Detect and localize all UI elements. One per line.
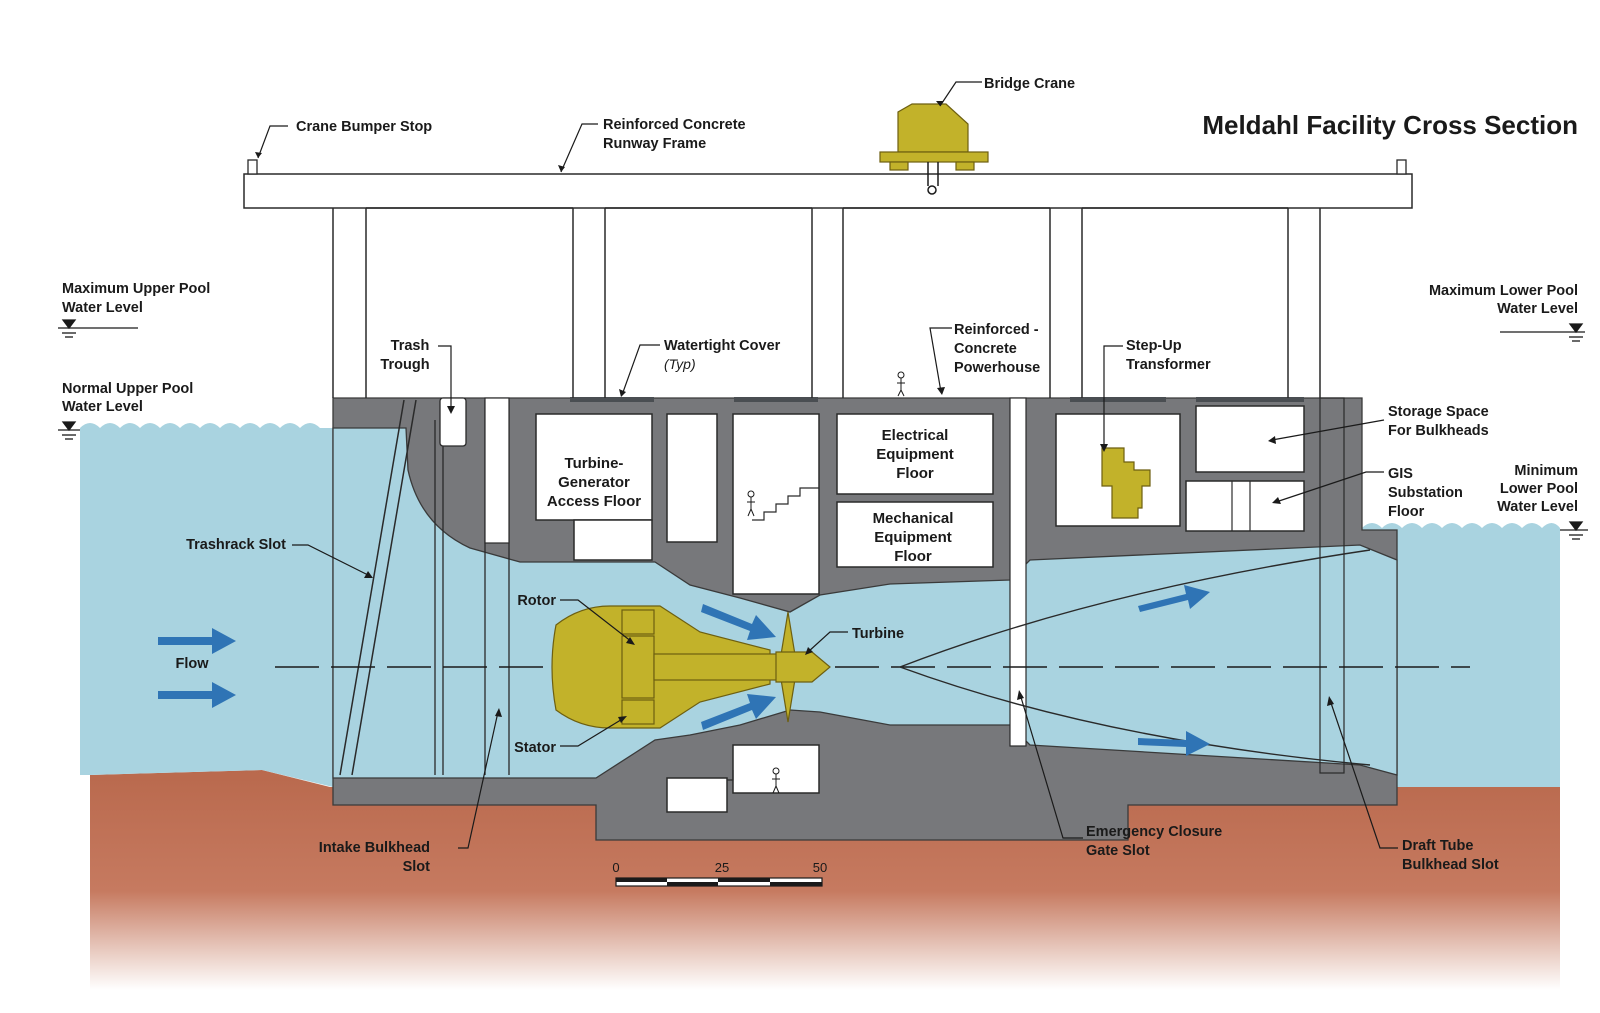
label-crane-bumper-stop: Crane Bumper Stop: [296, 119, 432, 135]
watertight-cover: [570, 397, 654, 402]
flow-arrow: [701, 694, 776, 730]
label-trashrack-slot: Trashrack Slot: [186, 537, 286, 553]
flow-arrow: [1138, 731, 1210, 756]
scale-bar: 0 25 50: [612, 860, 827, 887]
label-trash-trough: Trash: [391, 338, 430, 354]
upstream-water: [80, 423, 333, 787]
label-gis-substation: Substation: [1388, 485, 1463, 501]
label-min-lower-pool: Lower Pool: [1500, 481, 1578, 497]
crane-runway-beam: [243, 173, 1413, 209]
label-turbine-generator-access: Access Floor: [547, 493, 641, 510]
label-min-lower-pool: Water Level: [1497, 499, 1578, 515]
label-flow: Flow: [175, 656, 209, 672]
scale-tick-label: 0: [612, 860, 619, 875]
label-max-lower-pool: Water Level: [1497, 301, 1578, 317]
label-intake-bulkhead-slot: Intake Bulkhead: [319, 840, 430, 856]
leader-lines: [255, 81, 1398, 849]
label-step-up-transformer: Step-Up: [1126, 338, 1182, 354]
water-level-marker: [58, 319, 1588, 540]
stairs-upper: [752, 487, 819, 521]
watertight-cover: [734, 397, 818, 402]
label-max-upper-pool: Maximum Upper Pool: [62, 281, 210, 297]
label-emergency-closure-gate-slot: Gate Slot: [1086, 843, 1150, 859]
storage-room: [1195, 405, 1305, 473]
label-gis-substation: Floor: [1388, 504, 1425, 520]
label-runway-frame: Runway Frame: [603, 136, 706, 152]
label-powerhouse: Reinforced -: [954, 322, 1039, 338]
runway-columns: [332, 207, 1321, 398]
label-draft-tube-bulkhead-slot: Draft Tube: [1402, 838, 1473, 854]
rotor-block: [621, 635, 655, 699]
label-bridge-crane: Bridge Crane: [984, 76, 1075, 92]
bulb-generator-unit: [551, 605, 831, 729]
label-max-upper-pool: Water Level: [62, 300, 143, 316]
label-powerhouse: Concrete: [954, 341, 1017, 357]
label-watertight-cover: Watertight Cover: [664, 338, 781, 354]
watertight-cover: [1196, 397, 1304, 402]
step-up-transformer: [1101, 447, 1151, 519]
label-draft-tube-bulkhead-slot: Bulkhead Slot: [1402, 857, 1499, 873]
crane-bumper-stop-right: [1396, 159, 1407, 175]
turbine-hub: [775, 651, 831, 683]
stair-shaft-lower: [666, 777, 728, 813]
label-powerhouse: Powerhouse: [954, 360, 1040, 376]
label-turbine-generator-access: Generator: [558, 474, 630, 491]
flow-arrow: [158, 682, 236, 708]
label-intake-bulkhead-slot: Slot: [403, 859, 431, 875]
label-max-lower-pool: Maximum Lower Pool: [1429, 283, 1578, 299]
label-electrical-floor: Floor: [896, 465, 934, 482]
gis-room: [1185, 480, 1305, 532]
downstream-water: [1362, 523, 1560, 787]
riverbed-ground: [90, 770, 1560, 990]
flow-arrow: [1138, 585, 1210, 612]
label-rotor: Rotor: [517, 593, 556, 609]
person-figure: [747, 371, 905, 794]
flow-arrow: [701, 604, 776, 640]
label-mechanical-floor: Equipment: [874, 529, 952, 546]
label-gis-substation: GIS: [1388, 466, 1413, 482]
label-trash-trough: Trough: [380, 357, 429, 373]
mechanical-equipment-room: [836, 501, 994, 568]
scale-tick-label: 25: [715, 860, 729, 875]
label-normal-upper-pool: Normal Upper Pool: [62, 381, 193, 397]
label-runway-frame: Reinforced Concrete: [603, 117, 746, 133]
trashrack-slot-line-2: [351, 399, 417, 776]
scale-tick-label: 50: [813, 860, 827, 875]
draft-tube-bulkhead-slot: [1319, 397, 1345, 774]
label-turbine: Turbine: [852, 626, 904, 642]
watertight-cover: [1070, 397, 1166, 402]
electrical-equipment-room: [836, 413, 994, 495]
label-electrical-floor: Equipment: [876, 446, 954, 463]
stair-shaft-room: [666, 413, 718, 543]
label-turbine-generator-access: Turbine-: [565, 455, 624, 472]
label-watertight-cover-typ: (Typ): [664, 356, 696, 372]
label-mechanical-floor: Floor: [894, 548, 932, 565]
label-mechanical-floor: Mechanical: [873, 510, 954, 527]
crane-bumper-stop-left: [247, 159, 258, 175]
label-electrical-floor: Electrical: [882, 427, 949, 444]
turbine-generator-access-room: [535, 413, 653, 521]
diagram-title: Meldahl Facility Cross Section: [1202, 110, 1578, 140]
label-storage-space: Storage Space: [1388, 404, 1489, 420]
label-step-up-transformer: Transformer: [1126, 357, 1211, 373]
turbine-shaft: [653, 653, 779, 681]
label-stator: Stator: [514, 740, 556, 756]
bridge-crane: [879, 103, 989, 195]
label-emergency-closure-gate-slot: Emergency Closure: [1086, 824, 1222, 840]
lower-stair-room: [732, 744, 820, 794]
label-storage-space: For Bulkheads: [1388, 423, 1489, 439]
trashrack-slot-line: [339, 399, 405, 776]
stator-block: [621, 699, 655, 725]
flow-arrows: [158, 585, 1210, 756]
rotor-block: [621, 609, 655, 635]
flow-arrow: [158, 628, 236, 654]
trash-trough: [439, 397, 467, 447]
access-lift-box: [573, 519, 653, 561]
bulkhead-slot-shaft: [484, 397, 510, 544]
label-normal-upper-pool: Water Level: [62, 399, 143, 415]
label-min-lower-pool: Minimum: [1514, 463, 1578, 479]
emergency-gate-slot: [1009, 397, 1027, 747]
